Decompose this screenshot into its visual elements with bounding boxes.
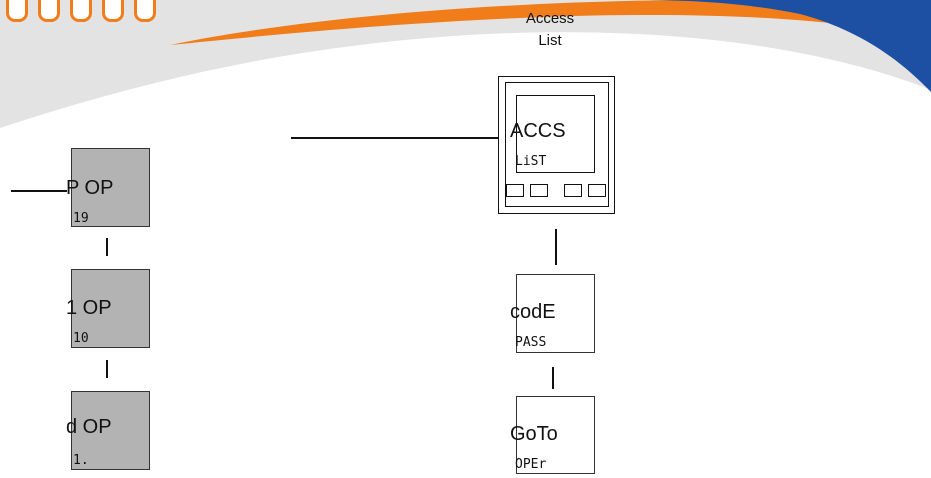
parameter-box-goto	[516, 396, 595, 474]
connector-to-device	[291, 137, 509, 139]
parameter-value: PASS	[515, 335, 547, 350]
device-key	[530, 184, 548, 197]
parameter-label: 1 OP	[66, 297, 112, 319]
swoosh-grey-band	[0, 0, 931, 128]
logo-bar	[134, 0, 156, 22]
logo-bar	[70, 0, 92, 22]
parameter-value: OPEr	[515, 457, 547, 472]
parameter-label: codE	[510, 301, 556, 323]
connector-vertical	[555, 229, 557, 265]
title-line-1: Access	[525, 10, 575, 27]
logo-bar	[6, 0, 28, 22]
parameter-value: 1.	[73, 453, 89, 468]
parameter-label: P OP	[66, 177, 114, 199]
parameter-box-code	[516, 274, 595, 353]
device-display	[516, 95, 595, 173]
logo-bar	[102, 0, 124, 22]
device-key	[564, 184, 582, 197]
connector-vertical	[106, 238, 108, 256]
parameter-box-p-op	[71, 148, 150, 227]
diagram-title: Access List	[500, 8, 600, 52]
parameter-box-d-op	[71, 391, 150, 470]
parameter-value: 19	[73, 211, 89, 226]
parameter-label: d OP	[66, 416, 112, 438]
device-key	[506, 184, 524, 197]
swoosh-orange-band	[170, 0, 931, 45]
swoosh-blue-band	[640, 0, 931, 92]
parameter-box-1-op	[71, 269, 150, 348]
device-display-value: LiST	[515, 154, 547, 169]
connector-vertical	[106, 360, 108, 378]
connector-left-entry	[11, 190, 67, 192]
parameter-value: 10	[73, 331, 89, 346]
device-key	[588, 184, 606, 197]
parameter-label: GoTo	[510, 423, 558, 445]
connector-vertical	[552, 367, 554, 389]
device-display-label: ACCS	[510, 120, 566, 142]
device-frame	[505, 82, 609, 207]
logo-bar	[38, 0, 60, 22]
title-line-2: List	[538, 32, 562, 49]
